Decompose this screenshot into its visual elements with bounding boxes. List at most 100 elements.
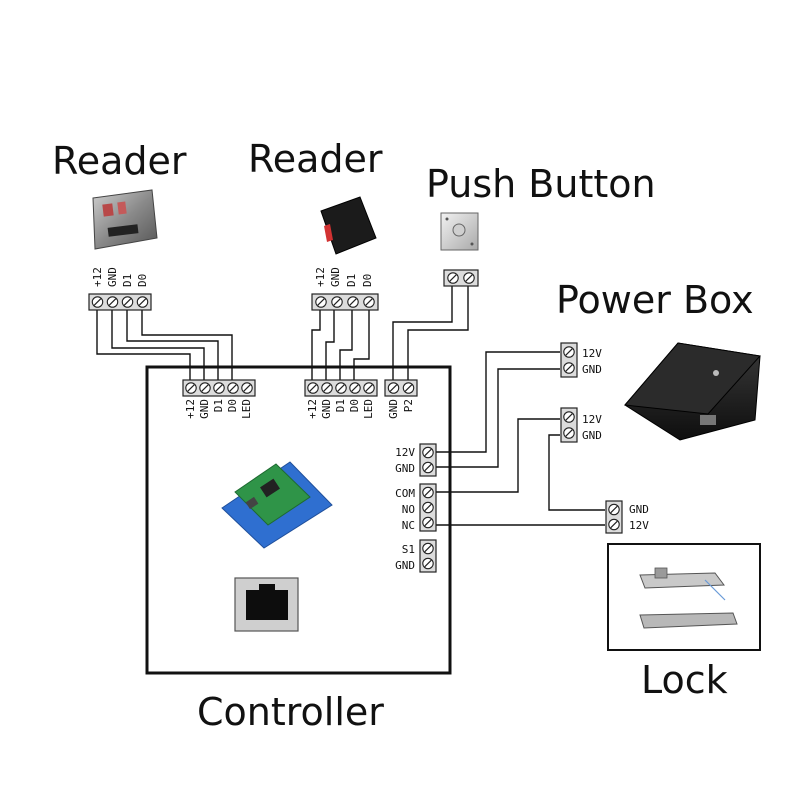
controller-pin-label: S1: [402, 543, 415, 556]
controller-terminal-side3: [419, 539, 437, 573]
screw-terminal: [91, 296, 104, 308]
power-box-image: [624, 342, 761, 441]
screw-terminal: [213, 382, 225, 394]
screw-terminal: [363, 382, 375, 394]
screw-terminal: [347, 296, 359, 308]
wires: [96, 286, 605, 526]
power-box-pin-label: GND: [582, 363, 602, 376]
controller-box: [145, 365, 452, 675]
screw-terminal: [422, 461, 434, 474]
wire-power2-gnd: [548, 434, 605, 511]
wire-power2-12v: [434, 418, 560, 493]
controller-pin-label: GND: [395, 559, 415, 572]
wire-reader1-d0: [141, 310, 233, 380]
screw-terminal: [422, 516, 434, 529]
screw-terminal: [106, 296, 119, 308]
reader2-terminal-block: [311, 293, 379, 311]
screw-terminal: [307, 382, 319, 394]
wire-button-1: [392, 286, 453, 380]
push-button-terminal-block: [443, 269, 479, 287]
wire-button-2: [407, 286, 469, 380]
controller-terminal-group2: [304, 379, 378, 397]
push-button-title: Push Button: [426, 162, 656, 206]
reader2-title: Reader: [248, 137, 383, 181]
reader1-title: Reader: [52, 139, 187, 183]
reader1-terminal-block: [88, 293, 152, 311]
screw-terminal: [402, 382, 415, 394]
controller-terminal-group1: [182, 379, 256, 397]
wire-reader2-plus12: [311, 310, 321, 380]
controller-pin-label: D0: [226, 399, 239, 412]
screw-terminal: [121, 296, 134, 308]
controller-pin-label: +12: [184, 399, 197, 419]
reader1-pin-label: D0: [136, 274, 149, 287]
screw-terminal: [422, 486, 434, 499]
wire-power-12v: [434, 351, 560, 453]
screw-terminal: [349, 382, 361, 394]
terminal-blocks: [88, 269, 623, 573]
reader1-pin-label: +12: [91, 267, 104, 287]
controller-pin-label: GND: [198, 399, 211, 419]
wire-reader2-d0: [353, 310, 370, 380]
lock-terminal: [605, 500, 623, 534]
wire-reader2-gnd: [325, 310, 335, 380]
screw-terminal: [315, 296, 327, 308]
power-box-title: Power Box: [556, 278, 754, 322]
network-port-icon: [234, 577, 299, 632]
screw-terminal: [563, 411, 575, 423]
controller-board-image: [221, 461, 333, 549]
wire-reader1-plus12: [96, 310, 191, 380]
controller-pin-label: GND: [320, 399, 333, 419]
screw-terminal: [387, 382, 400, 394]
screw-terminal: [563, 362, 575, 374]
controller-terminal-side1: [419, 443, 437, 477]
wire-reader1-gnd: [111, 310, 205, 380]
controller-pin-label: LED: [240, 399, 253, 419]
screw-terminal: [563, 427, 575, 439]
controller-pin-label: NO: [402, 503, 415, 516]
screw-terminal: [608, 503, 620, 516]
reader1-image: [92, 189, 158, 250]
screw-terminal: [335, 382, 347, 394]
controller-pin-label: D1: [212, 399, 225, 412]
power-box-terminal1: [560, 342, 578, 378]
wire-reader1-d1: [126, 310, 219, 380]
lock-image: [639, 567, 738, 629]
controller-pin-label: P2: [402, 399, 415, 412]
controller-pin-label: GND: [395, 462, 415, 475]
screw-terminal: [136, 296, 149, 308]
lock-title: Lock: [641, 658, 728, 702]
controller-pin-label: +12: [306, 399, 319, 419]
power-box-pin-label: 12V: [582, 413, 602, 426]
controller-title: Controller: [197, 690, 384, 734]
screw-terminal: [241, 382, 253, 394]
screw-terminal: [331, 296, 343, 308]
reader2-pin-label: D1: [345, 274, 358, 287]
reader2-image: [320, 196, 377, 255]
controller-pin-label: COM: [395, 487, 415, 500]
screw-terminal: [185, 382, 197, 394]
reader1-pin-label: D1: [121, 274, 134, 287]
wire-reader2-d1: [339, 310, 353, 380]
push-button-image: [440, 212, 479, 251]
controller-pin-label: D0: [348, 399, 361, 412]
screw-terminal: [608, 518, 620, 531]
controller-pin-label: GND: [387, 399, 400, 419]
controller-pin-label: 12V: [395, 446, 415, 459]
screw-terminal: [227, 382, 239, 394]
screw-terminal: [422, 501, 434, 514]
lock-pin-label: GND: [629, 503, 649, 516]
controller-pin-label: D1: [334, 399, 347, 412]
power-box-terminal2: [560, 407, 578, 443]
screw-terminal: [199, 382, 211, 394]
reader2-pin-label: +12: [314, 267, 327, 287]
screw-terminal: [447, 272, 459, 284]
screw-terminal: [563, 346, 575, 358]
lock-box: [607, 543, 761, 651]
screw-terminal: [463, 272, 475, 284]
controller-pin-label: NC: [402, 519, 415, 532]
screw-terminal: [422, 557, 434, 570]
controller-terminal-side2: [419, 483, 437, 532]
controller-terminal-group3: [384, 379, 418, 397]
